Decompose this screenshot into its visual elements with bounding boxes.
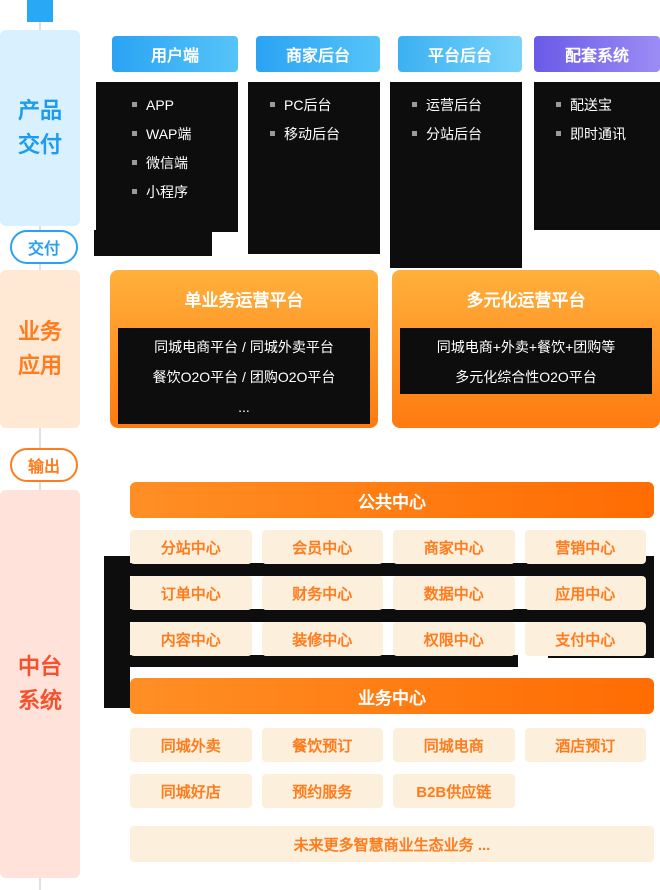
center-cell: B2B供应链 bbox=[393, 774, 515, 808]
list-item-label: 小程序 bbox=[146, 183, 188, 200]
list-item: APP bbox=[96, 90, 238, 119]
list-item-label: 微信端 bbox=[146, 154, 188, 171]
list-item: 分站后台 bbox=[390, 119, 522, 148]
list-item-label: 配送宝 bbox=[570, 96, 612, 113]
public-center-header: 公共中心 bbox=[130, 482, 654, 518]
section-label-product-delivery: 产品 交付 bbox=[0, 30, 80, 226]
square-bullet-icon bbox=[412, 131, 417, 136]
card-title: 单业务运营平台 bbox=[184, 291, 304, 310]
center-cell: 同城电商 bbox=[393, 728, 515, 762]
center-cell: 订单中心 bbox=[130, 576, 252, 610]
section-label-business-application: 业务 应用 bbox=[0, 270, 80, 428]
center-cell: 权限中心 bbox=[393, 622, 515, 656]
watermark-blob bbox=[128, 655, 518, 667]
square-bullet-icon bbox=[132, 160, 137, 165]
square-bullet-icon bbox=[132, 131, 137, 136]
section-label-line: 中台 bbox=[17, 654, 62, 679]
center-cell: 营销中心 bbox=[524, 530, 646, 564]
center-cell: 数据中心 bbox=[393, 576, 515, 610]
list-item-label: 运营后台 bbox=[426, 96, 482, 113]
list-item: 即时通讯 bbox=[534, 119, 660, 148]
center-cell: 预约服务 bbox=[261, 774, 383, 808]
card-line: 同城电商+外卖+餐饮+团购等 bbox=[436, 339, 616, 355]
center-cell: 同城外卖 bbox=[130, 728, 252, 762]
center-cell: 餐饮预订 bbox=[261, 728, 383, 762]
merchant-backend-panel: PC后台 移动后台 bbox=[248, 82, 380, 254]
square-bullet-icon bbox=[412, 102, 417, 107]
center-cell: 酒店预订 bbox=[524, 728, 646, 762]
center-cell: 分站中心 bbox=[130, 530, 252, 564]
section-label-line: 交付 bbox=[17, 132, 62, 157]
list-item: 移动后台 bbox=[248, 119, 380, 148]
center-cell: 装修中心 bbox=[261, 622, 383, 656]
card-line: 同城电商平台 / 同城外卖平台 bbox=[154, 339, 334, 355]
column-header-platform-backend: 平台后台 bbox=[398, 36, 522, 72]
list-item-label: 即时通讯 bbox=[570, 125, 626, 142]
public-center-grid: 分站中心 会员中心 商家中心 营销中心 订单中心 财务中心 数据中心 应用中心 … bbox=[130, 530, 646, 656]
section-label-line: 系统 bbox=[17, 688, 62, 713]
section-label-line: 业务 bbox=[17, 319, 62, 344]
card-line: 多元化综合性O2O平台 bbox=[455, 369, 597, 385]
user-client-panel: APP WAP端 微信端 小程序 bbox=[96, 82, 238, 232]
business-center-grid: 同城外卖 餐饮预订 同城电商 酒店预订 同城好店 预约服务 B2B供应链 bbox=[130, 728, 646, 808]
card-line: 餐饮O2O平台 / 团购O2O平台 bbox=[152, 369, 336, 385]
square-bullet-icon bbox=[556, 102, 561, 107]
single-business-platform-card: 单业务运营平台 同城电商平台 / 同城外卖平台 餐饮O2O平台 / 团购O2O平… bbox=[110, 270, 378, 428]
column-header-user-client: 用户端 bbox=[112, 36, 238, 72]
watermark-blob bbox=[104, 556, 130, 708]
center-cell: 应用中心 bbox=[524, 576, 646, 610]
center-cell: 会员中心 bbox=[261, 530, 383, 564]
list-item: PC后台 bbox=[248, 90, 380, 119]
column-header-support-system: 配套系统 bbox=[534, 36, 660, 72]
square-bullet-icon bbox=[556, 131, 561, 136]
future-business-bar: 未来更多智慧商业生态业务 ... bbox=[130, 826, 654, 862]
list-item-label: APP bbox=[146, 96, 175, 113]
column-header-merchant-backend: 商家后台 bbox=[256, 36, 380, 72]
list-item: 小程序 bbox=[96, 177, 238, 206]
list-item: WAP端 bbox=[96, 119, 238, 148]
square-bullet-icon bbox=[132, 189, 137, 194]
section-label-line: 产品 bbox=[17, 98, 62, 123]
watermark-blob bbox=[128, 563, 652, 576]
center-cell: 商家中心 bbox=[393, 530, 515, 564]
card-title: 多元化运营平台 bbox=[466, 291, 586, 310]
card-content-panel: 同城电商+外卖+餐饮+团购等 多元化综合性O2O平台 bbox=[400, 328, 652, 394]
timeline-start-square bbox=[27, 0, 53, 22]
list-item: 配送宝 bbox=[534, 90, 660, 119]
list-item: 微信端 bbox=[96, 148, 238, 177]
diversified-platform-card: 多元化运营平台 同城电商+外卖+餐饮+团购等 多元化综合性O2O平台 bbox=[392, 270, 660, 428]
list-item: 运营后台 bbox=[390, 90, 522, 119]
list-item-label: 移动后台 bbox=[284, 125, 340, 142]
square-bullet-icon bbox=[132, 102, 137, 107]
watermark-blob bbox=[128, 609, 652, 622]
card-line: ... bbox=[238, 399, 250, 415]
list-item-label: 分站后台 bbox=[426, 125, 482, 142]
section-label-middle-platform: 中台 系统 bbox=[0, 490, 80, 878]
square-bullet-icon bbox=[270, 102, 275, 107]
list-item-label: WAP端 bbox=[146, 125, 192, 142]
center-cell: 财务中心 bbox=[261, 576, 383, 610]
platform-backend-panel: 运营后台 分站后台 bbox=[390, 82, 522, 268]
watermark-blob bbox=[94, 230, 212, 256]
card-content-panel: 同城电商平台 / 同城外卖平台 餐饮O2O平台 / 团购O2O平台 ... bbox=[118, 328, 370, 424]
list-item-label: PC后台 bbox=[284, 96, 332, 113]
section-label-line: 应用 bbox=[17, 353, 62, 378]
center-cell: 内容中心 bbox=[130, 622, 252, 656]
deliver-badge: 交付 bbox=[10, 230, 78, 264]
business-center-header: 业务中心 bbox=[130, 678, 654, 714]
output-badge: 输出 bbox=[10, 448, 78, 482]
center-cell: 支付中心 bbox=[524, 622, 646, 656]
support-system-panel: 配送宝 即时通讯 bbox=[534, 82, 660, 230]
center-cell: 同城好店 bbox=[130, 774, 252, 808]
square-bullet-icon bbox=[270, 131, 275, 136]
